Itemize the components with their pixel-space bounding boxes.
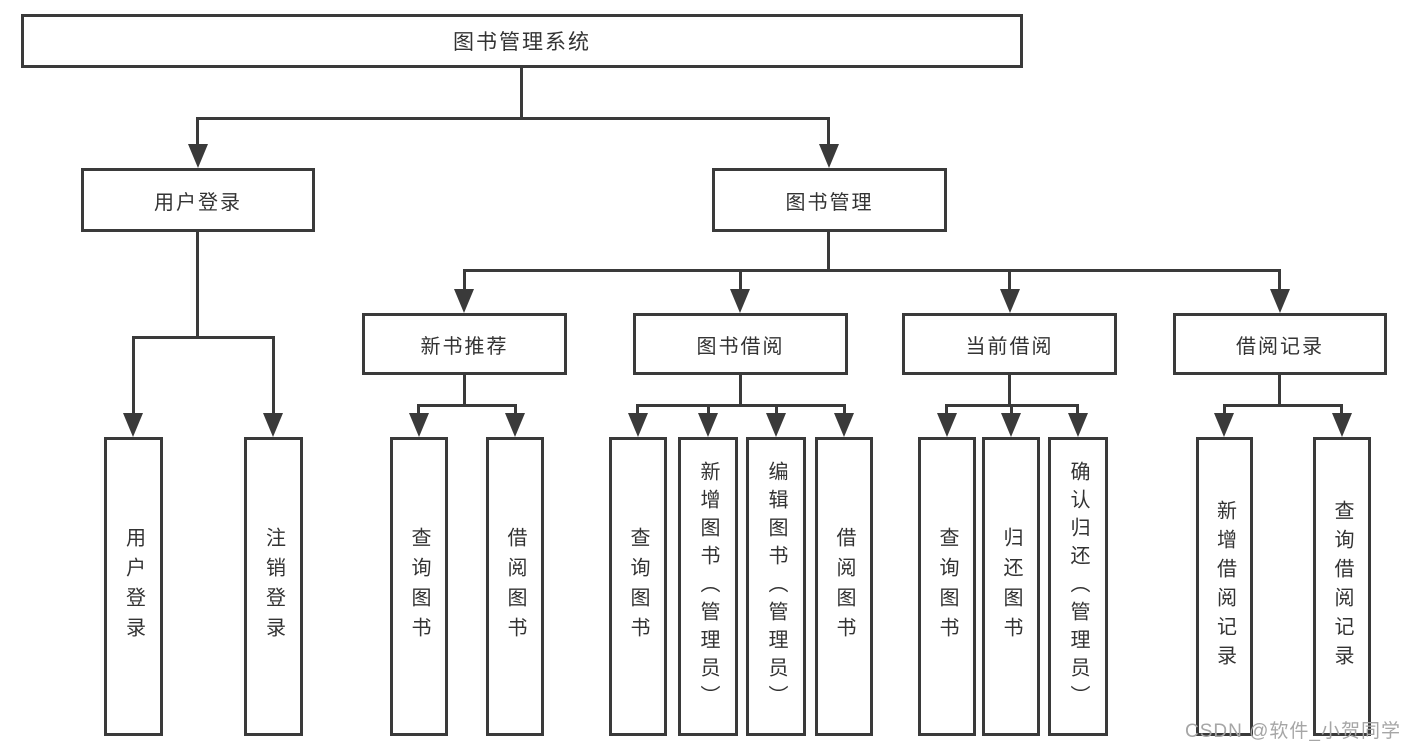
node-new-book-recommend: 新书推荐 bbox=[362, 313, 567, 375]
arrow-down-icon bbox=[698, 413, 718, 437]
leaf-logout-login-label: 注销登录 bbox=[262, 526, 285, 647]
node-book-borrow-label: 图书借阅 bbox=[696, 335, 785, 358]
connector-drop-current bbox=[1008, 269, 1011, 294]
connector-drop-cb-query bbox=[945, 404, 948, 416]
connector-drop-br-add bbox=[1223, 404, 1226, 416]
connector-drop-bb-borrow bbox=[843, 404, 846, 416]
arrow-down-icon bbox=[409, 413, 429, 437]
leaf-bb-borrow-books: 借阅图书 bbox=[815, 437, 873, 736]
leaf-user-login: 用户登录 bbox=[104, 437, 163, 736]
connector-user-login-rail bbox=[132, 336, 275, 339]
connector-records-rail bbox=[1223, 404, 1343, 407]
connector-drop-bb-edit bbox=[775, 404, 778, 416]
node-current-borrow: 当前借阅 bbox=[902, 313, 1117, 375]
connector-drop-borrow bbox=[739, 269, 742, 294]
node-user-login: 用户登录 bbox=[81, 168, 315, 232]
node-new-book-recommend-label: 新书推荐 bbox=[420, 335, 509, 358]
leaf-nb-query-books: 查询图书 bbox=[390, 437, 448, 736]
connector-drop-bb-query bbox=[636, 404, 639, 416]
leaf-bb-add-books-admin-label: 新增图书（管理员） bbox=[697, 460, 719, 713]
node-book-management: 图书管理 bbox=[712, 168, 947, 232]
leaf-cb-confirm-return-admin: 确认归还（管理员） bbox=[1048, 437, 1108, 736]
arrow-down-icon bbox=[454, 289, 474, 313]
connector-root-rail bbox=[196, 117, 830, 120]
connector-new-book-stem bbox=[463, 375, 466, 407]
connector-drop-bb-add bbox=[707, 404, 710, 416]
leaf-cb-confirm-return-admin-label: 确认归还（管理员） bbox=[1067, 460, 1089, 713]
arrow-down-icon bbox=[730, 289, 750, 313]
leaf-cb-query-books: 查询图书 bbox=[918, 437, 976, 736]
arrow-down-icon bbox=[819, 144, 839, 168]
node-user-login-label: 用户登录 bbox=[154, 191, 242, 214]
connector-drop-cb-confirm bbox=[1076, 404, 1079, 416]
leaf-br-query-record: 查询借阅记录 bbox=[1313, 437, 1371, 736]
node-borrow-records: 借阅记录 bbox=[1173, 313, 1387, 375]
node-root-title: 图书管理系统 bbox=[21, 14, 1023, 68]
arrow-down-icon bbox=[628, 413, 648, 437]
leaf-bb-edit-books-admin-label: 编辑图书（管理员） bbox=[765, 460, 787, 713]
node-current-borrow-label: 当前借阅 bbox=[965, 335, 1054, 358]
leaf-bb-add-books-admin: 新增图书（管理员） bbox=[678, 437, 738, 736]
arrow-down-icon bbox=[1332, 413, 1352, 437]
leaf-cb-return-books-label: 归还图书 bbox=[1000, 526, 1022, 647]
connector-current-stem bbox=[1008, 375, 1011, 407]
connector-drop-nb-query bbox=[417, 404, 420, 416]
arrow-down-icon bbox=[1001, 413, 1021, 437]
connector-root-stem bbox=[520, 68, 523, 119]
node-borrow-records-label: 借阅记录 bbox=[1236, 335, 1324, 358]
arrow-down-icon bbox=[188, 144, 208, 168]
connector-drop-leaf-user-login bbox=[132, 336, 135, 418]
node-root-label: 图书管理系统 bbox=[453, 31, 591, 54]
connector-book-mgmt-rail bbox=[463, 269, 1281, 272]
connector-records-stem bbox=[1278, 375, 1281, 407]
connector-book-mgmt-stem bbox=[827, 232, 830, 272]
arrow-down-icon bbox=[937, 413, 957, 437]
leaf-bb-edit-books-admin: 编辑图书（管理员） bbox=[746, 437, 806, 736]
connector-drop-user-login bbox=[196, 117, 199, 150]
leaf-br-add-record-label: 新增借阅记录 bbox=[1213, 499, 1236, 674]
leaf-nb-borrow-books-label: 借阅图书 bbox=[504, 526, 526, 647]
connector-drop-leaf-logout bbox=[272, 336, 275, 418]
arrow-down-icon bbox=[1270, 289, 1290, 313]
connector-drop-br-query bbox=[1340, 404, 1343, 416]
leaf-br-query-record-label: 查询借阅记录 bbox=[1331, 499, 1353, 674]
csdn-watermark: CSDN @软件_小贺同学 bbox=[1185, 721, 1401, 742]
leaf-user-login-label: 用户登录 bbox=[122, 526, 145, 647]
arrow-down-icon bbox=[123, 413, 143, 437]
connector-borrow-stem bbox=[739, 375, 742, 407]
arrow-down-icon bbox=[1214, 413, 1234, 437]
leaf-bb-query-books-label: 查询图书 bbox=[627, 526, 649, 647]
connector-user-login-stem bbox=[196, 232, 199, 339]
leaf-cb-query-books-label: 查询图书 bbox=[936, 526, 958, 647]
arrow-down-icon bbox=[766, 413, 786, 437]
connector-drop-nb-borrow bbox=[514, 404, 517, 416]
arrow-down-icon bbox=[505, 413, 525, 437]
arrow-down-icon bbox=[263, 413, 283, 437]
leaf-cb-return-books: 归还图书 bbox=[982, 437, 1040, 736]
leaf-logout-login: 注销登录 bbox=[244, 437, 303, 736]
node-book-management-label: 图书管理 bbox=[785, 191, 874, 214]
node-book-borrow: 图书借阅 bbox=[633, 313, 848, 375]
connector-drop-book-mgmt bbox=[827, 117, 830, 150]
connector-new-book-rail bbox=[417, 404, 517, 407]
connector-borrow-rail bbox=[636, 404, 846, 407]
connector-drop-cb-return bbox=[1010, 404, 1013, 416]
leaf-nb-borrow-books: 借阅图书 bbox=[486, 437, 544, 736]
leaf-nb-query-books-label: 查询图书 bbox=[408, 526, 430, 647]
connector-drop-new-book bbox=[463, 269, 466, 294]
arrow-down-icon bbox=[834, 413, 854, 437]
leaf-br-add-record: 新增借阅记录 bbox=[1196, 437, 1253, 736]
arrow-down-icon bbox=[1068, 413, 1088, 437]
leaf-bb-query-books: 查询图书 bbox=[609, 437, 667, 736]
connector-drop-records bbox=[1278, 269, 1281, 294]
arrow-down-icon bbox=[1000, 289, 1020, 313]
leaf-bb-borrow-books-label: 借阅图书 bbox=[833, 526, 855, 647]
